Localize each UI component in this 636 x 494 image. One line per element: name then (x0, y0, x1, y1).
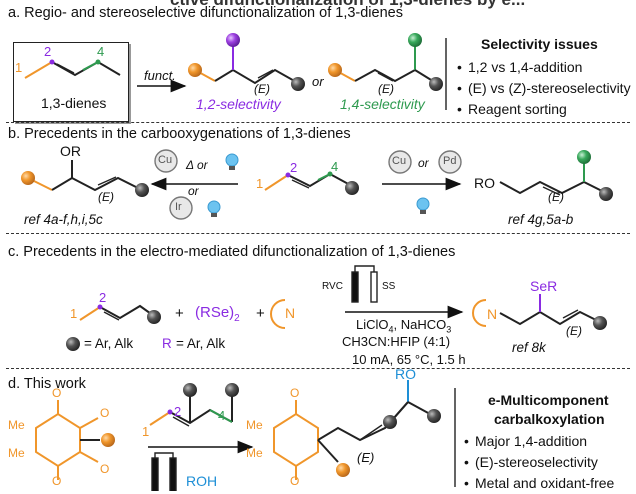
d-o3: O (100, 406, 110, 420)
cond1: LiClO4, NaHCO3 (356, 317, 451, 335)
cond1-a: LiClO (356, 317, 389, 332)
dienes-label: 1,3-dienes (41, 95, 107, 111)
rse-text: (RSe) (195, 304, 235, 321)
issues-list: 1,2 vs 1,4-addition (E) vs (Z)-stereosel… (457, 57, 631, 120)
b-num2: 2 (290, 160, 298, 175)
cond1b-sub: 3 (446, 324, 452, 335)
a-e1: (E) (254, 82, 270, 96)
section-d-title: d. This work (8, 376, 86, 392)
d-o4: O (100, 462, 110, 476)
delta-or: Δ or (186, 158, 208, 172)
hl-title-1: e-Multicomponent (488, 392, 609, 408)
b-e-left: (E) (98, 190, 114, 204)
d-me4: Me (246, 446, 263, 460)
orange-ball (188, 63, 202, 77)
d-ro: RO (395, 366, 416, 382)
pd: Pd (443, 155, 457, 167)
a-e2: (E) (378, 82, 394, 96)
hl-title-2: carbalkoxylation (494, 411, 605, 427)
grey-ball (291, 77, 305, 91)
purple-ball (226, 33, 240, 47)
a-or: or (312, 74, 324, 89)
d-num2: 2 (174, 404, 182, 419)
cond2: CH3CN:HFIP (4:1) (342, 334, 451, 349)
meldrum-left (35, 400, 100, 480)
issue-item: Reagent sorting (457, 99, 631, 120)
cond1-sub: 4 (388, 324, 394, 335)
d-num1: 1 (142, 424, 150, 439)
b-e-right: (E) (548, 190, 564, 204)
section-a-title: a. Regio- and stereoselective difunction… (8, 5, 403, 21)
d-me3: Me (246, 418, 263, 432)
b-num4: 4 (331, 159, 339, 174)
c-plus2: + (256, 305, 265, 322)
issue-item: (E) vs (Z)-stereoselectivity (457, 78, 631, 99)
highlight-item: Metal and oxidant-free (464, 473, 614, 494)
b-or-group: OR (60, 143, 81, 159)
section-c-title: c. Precedents in the electro-mediated di… (8, 244, 456, 260)
d-me1: Me (8, 418, 25, 432)
arrow-funct-label: funct. (144, 68, 176, 83)
b-num1: 1 (256, 176, 264, 191)
sel-14: 1,4-selectivity (340, 96, 425, 112)
c-n: N (285, 305, 296, 321)
ref-left: ref 4a-f,h,i,5c (24, 212, 103, 227)
highlights-list: Major 1,4-addition (E)-stereoselectivity… (464, 431, 614, 494)
legend-2: = Ar, Alk (176, 336, 226, 351)
c-ref: ref 8k (512, 340, 546, 355)
section-b-title: b. Precedents in the carbooxygenations o… (8, 126, 351, 142)
divider-bc (6, 233, 630, 234)
d-num4: 4 (218, 408, 226, 423)
legend-1: = Ar, Alk (84, 336, 134, 351)
c-num2: 2 (99, 290, 107, 305)
cond1-b: , NaHCO (393, 317, 447, 332)
rvc: RVC (322, 281, 343, 292)
d-o6: O (290, 474, 300, 488)
divider-cd (6, 368, 630, 369)
b-or-mid: or (188, 184, 199, 198)
a-num2: 2 (44, 44, 52, 59)
divider-ab (6, 122, 630, 123)
d-e: (E) (357, 450, 375, 465)
cut-header: ctive difunctionalization of 1,3-dienes … (170, 0, 525, 10)
ss: SS (382, 281, 396, 292)
d-me2: Me (8, 446, 25, 460)
legend-2-r: R (162, 336, 172, 351)
highlight-item: (E)-stereoselectivity (464, 452, 614, 473)
b-ro: RO (474, 175, 495, 191)
rse: (RSe)2 (195, 304, 240, 324)
roh: ROH (186, 473, 218, 489)
c-plus1: + (175, 305, 184, 322)
c-e: (E) (566, 324, 582, 338)
highlight-item: Major 1,4-addition (464, 431, 614, 452)
dienes-box (13, 42, 129, 122)
ref-right: ref 4g,5a-b (508, 212, 574, 227)
b-or-right: or (418, 156, 429, 170)
d-o2: O (52, 474, 62, 488)
ser: SeR (530, 278, 558, 294)
cond3: 10 mA, 65 °C, 1.5 h (352, 352, 466, 367)
a-num1: 1 (15, 60, 23, 75)
sel-12: 1,2-selectivity (196, 96, 281, 112)
ir: Ir (175, 201, 182, 213)
cu-left: Cu (158, 154, 173, 166)
issue-item: 1,2 vs 1,4-addition (457, 57, 631, 78)
c-num1: 1 (70, 306, 78, 321)
diene-a (24, 60, 121, 79)
lightbulb-icon (225, 153, 239, 170)
a-num4: 4 (97, 44, 105, 59)
d-o1: O (52, 386, 62, 400)
cu-right: Cu (392, 155, 407, 167)
issues-title: Selectivity issues (481, 36, 598, 52)
rse-sub: 2 (234, 313, 240, 324)
c-n-prod: N (487, 306, 498, 322)
d-o5: O (290, 386, 300, 400)
